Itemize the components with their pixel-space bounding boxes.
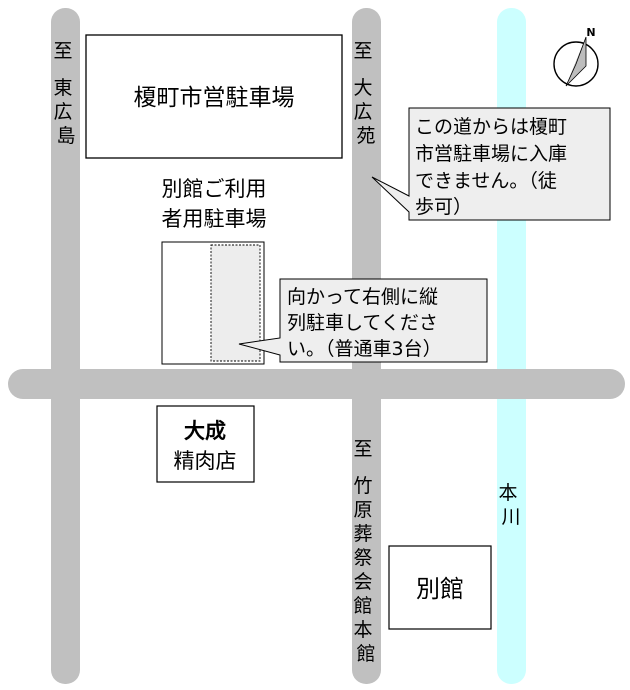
center-south-char: 館 [353,595,372,617]
no-entry-callout [371,107,611,221]
parking-instructions-line: 向かって右側に縦 [287,286,438,308]
river-label: 本 川 [498,482,523,528]
road-west [51,8,80,684]
west-road-char: 島 [56,125,75,147]
road-horizontal [8,369,625,399]
no-entry-line: 歩可） [415,196,472,218]
river-char: 川 [501,506,520,528]
center-south-char: 祭 [353,547,372,569]
center-south-char: 至 [353,438,372,460]
no-entry-callout-text: この道からは榎町 市営駐車場に入庫 できません。（徒 歩可） [415,116,573,218]
center-south-char: 館 [356,643,375,665]
parking-instructions-line: 列駐車してくださ [287,312,438,334]
center-south-char: 会 [353,571,372,593]
north-arrow-compass-icon: N [553,26,599,87]
guest-parking-label-line2: 者用駐車場 [162,207,267,231]
center-south-char: 本 [353,619,372,641]
west-road-char: 広 [53,101,72,123]
butcher-shop-type: 精肉店 [174,449,237,473]
center-north-char: 広 [353,101,372,123]
no-entry-line: できません。（徒 [415,170,557,192]
river-char: 本 [498,482,517,504]
west-road-char: 至 [53,40,72,62]
guest-parking-label-line1: 別館ご利用 [162,177,267,201]
west-road-char: 東 [53,77,72,99]
no-entry-line: 市営駐車場に入庫 [415,143,567,165]
butcher-shop-name: 大成 [184,419,226,443]
butcher-shop-building [156,405,255,483]
parking-instructions-callout-text: 向かって右側に縦 列駐車してくださ い。（普通車3台） [287,286,444,360]
west-road-direction-label: 至 東 広 島 [53,40,78,147]
compass-needle-outline [565,36,587,87]
center-road-south-label: 至 竹 原 葬 祭 会 館 本 館 [353,438,378,665]
center-north-char: 苑 [356,125,375,147]
no-entry-line: この道からは榎町 [415,116,567,138]
parking-instructions-line: い。（普通車3台） [287,338,442,360]
annex-label: 別館 [416,575,464,603]
city-parking-label: 榎町市営駐車場 [134,85,295,111]
center-south-char: 竹 [353,475,372,497]
city-parking-building [85,34,343,159]
center-road-north-label: 至 大 広 苑 [353,40,378,147]
compass-north-label: N [586,26,595,39]
center-north-char: 大 [353,77,372,99]
annex-building [388,545,492,630]
parking-instructions-callout [238,278,488,363]
compass-needle-light [566,37,586,86]
center-north-char: 至 [353,40,372,62]
center-south-char: 葬 [353,523,372,545]
center-south-char: 原 [353,499,372,521]
